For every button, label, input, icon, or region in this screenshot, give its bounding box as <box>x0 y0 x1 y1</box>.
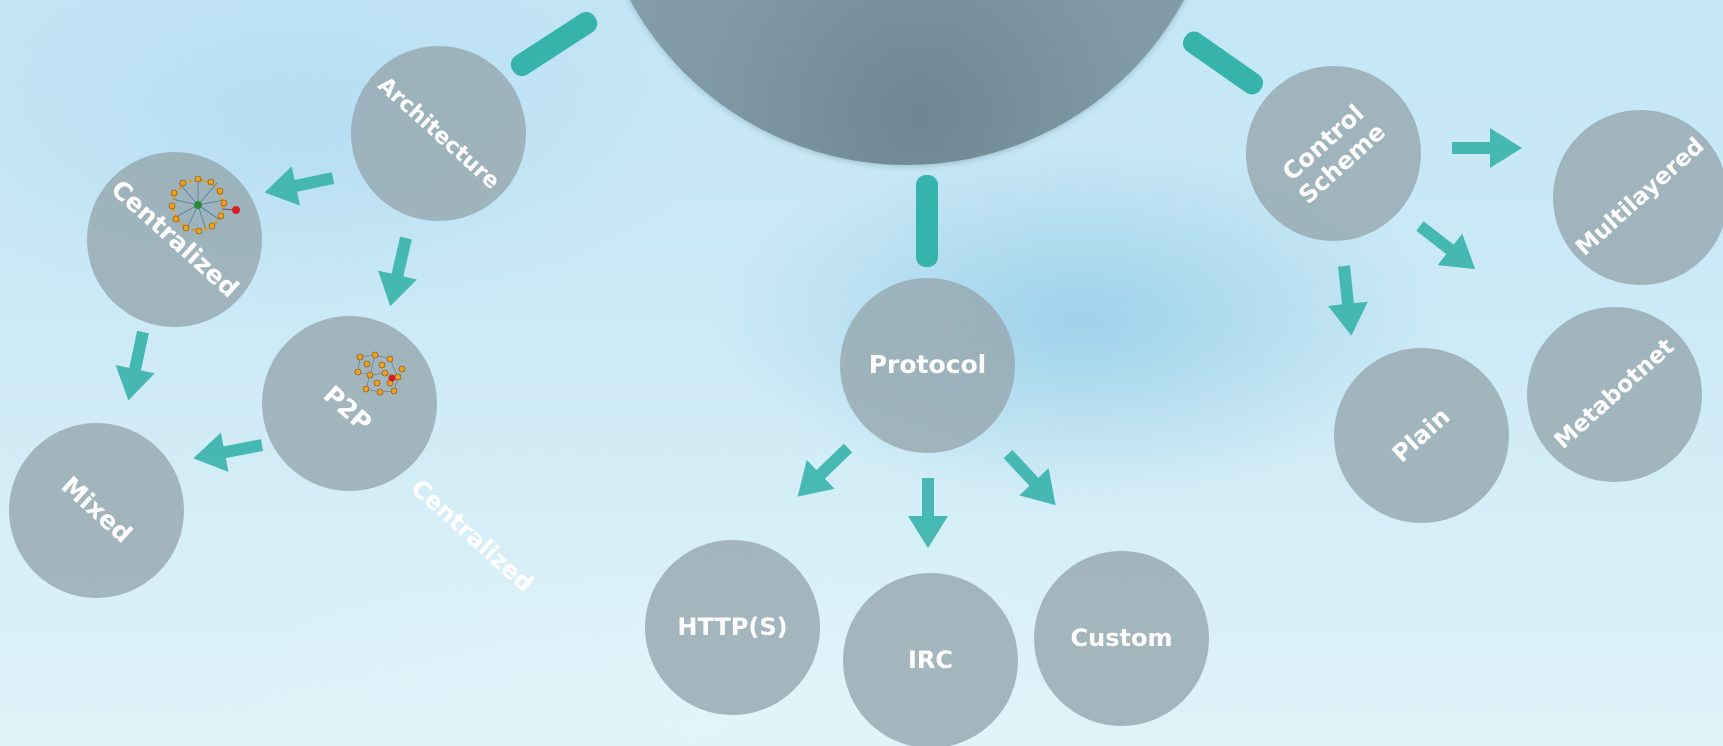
node-mixed[interactable]: Mixed <box>9 423 184 598</box>
arrow-protocol-to-https <box>783 433 862 512</box>
node-multilayered-label: Multilayered <box>1571 133 1710 262</box>
node-irc[interactable]: IRC <box>843 573 1018 746</box>
arrow-architecture-to-centralized <box>260 158 338 213</box>
centralized-network-icon <box>168 175 240 235</box>
arrow-protocol-to-custom <box>993 440 1071 519</box>
arrow-centralized-to-mixed <box>108 327 163 405</box>
node-metabotnet[interactable]: Metabotnet <box>1527 307 1702 482</box>
node-custom[interactable]: Custom <box>1034 551 1209 726</box>
arrow-protocol-to-irc <box>908 478 948 548</box>
node-plain[interactable]: Plain <box>1334 348 1509 523</box>
node-plain-label: Plain <box>1386 401 1456 468</box>
node-architecture[interactable]: Architecture <box>351 46 526 221</box>
node-architecture-label: Architecture <box>372 72 505 195</box>
p2p-network-icon <box>354 351 406 396</box>
node-control-scheme-label: Control Scheme <box>1276 97 1392 209</box>
node-p2p[interactable]: P2P <box>262 316 437 491</box>
node-centralized[interactable]: Centralized <box>87 152 262 327</box>
node-irc-label: IRC <box>907 645 954 674</box>
node-https[interactable]: HTTP(S) <box>645 540 820 715</box>
arrow-control-to-metabotnet <box>1407 210 1488 285</box>
node-control-scheme[interactable]: Control Scheme <box>1246 66 1421 241</box>
node-multilayered[interactable]: Multilayered <box>1553 110 1723 285</box>
node-metabotnet-label: Metabotnet <box>1549 334 1680 455</box>
arrow-p2p-to-mixed <box>189 425 266 478</box>
arrow-architecture-to-p2p <box>370 233 426 311</box>
node-https-label: HTTP(S) <box>677 612 788 641</box>
arrow-control-to-multilayered <box>1452 128 1522 168</box>
node-custom-label: Custom <box>1070 623 1173 652</box>
node-protocol-label: Protocol <box>868 350 987 380</box>
node-mixed-label: Mixed <box>56 470 139 549</box>
node-protocol[interactable]: Protocol <box>840 278 1015 453</box>
arrow-control-to-plain <box>1324 263 1372 338</box>
